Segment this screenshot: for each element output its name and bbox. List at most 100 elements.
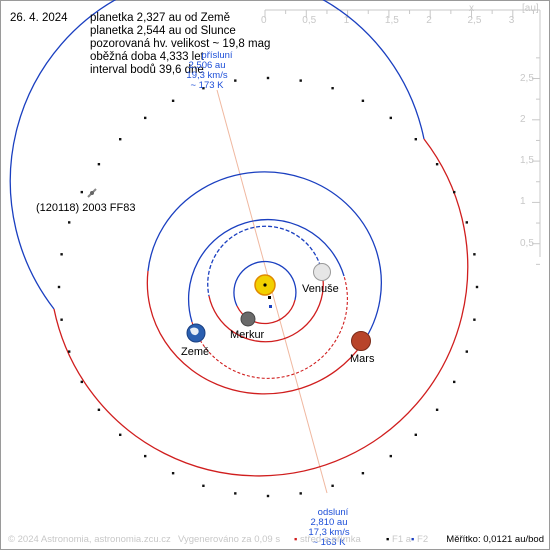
info-line-interval: interval bodů 39,6 dne <box>90 64 204 76</box>
focus-marker-2 <box>269 305 272 308</box>
orbit-point <box>465 221 468 224</box>
orbit-point <box>453 380 456 384</box>
orbit-point <box>331 484 334 487</box>
scale-text: Měřítko: 0,0121 au/bod <box>446 533 544 545</box>
orbit-point <box>473 318 476 321</box>
orbit-point <box>473 253 476 256</box>
orbit-point <box>266 76 270 80</box>
perihelion-temperature: ~ 173 K <box>190 80 224 91</box>
legend-blue-square-icon: ▪ <box>411 533 415 545</box>
x-tick-label: 2 <box>426 15 432 26</box>
orbit-point <box>299 79 302 82</box>
focus-marker <box>268 296 271 299</box>
earth-label: Země <box>181 346 210 358</box>
aphelion-distance: 2,810 au <box>310 517 348 528</box>
orbit-point <box>389 116 392 120</box>
earth-land <box>190 327 199 336</box>
x-tick-label: 0 <box>261 15 267 26</box>
orbit-point <box>60 318 63 321</box>
mars-orbit-lower <box>146 270 363 395</box>
x-tick-label: 2,5 <box>467 15 482 26</box>
mercury-label: Merkur <box>230 329 265 341</box>
orbit-point <box>68 350 71 353</box>
x-tick-label: 1 <box>343 15 350 26</box>
orbit-point <box>414 138 417 141</box>
orbit-point <box>435 163 439 166</box>
orbit-point <box>202 87 205 90</box>
venus-orbit-upper <box>207 225 323 297</box>
info-line-magnitude: pozorovaná hv. velikost ~ 19,8 mag <box>90 38 271 50</box>
aphelion-title: odsluní <box>317 507 349 518</box>
orbit-point <box>144 116 147 120</box>
venus-label: Venuše <box>302 283 339 295</box>
orbit-point <box>68 221 71 224</box>
orbit-point <box>389 454 392 458</box>
orbit-point <box>361 99 365 102</box>
perihelion-speed: 19,3 km/s <box>186 70 228 81</box>
orbit-point <box>144 454 147 458</box>
perihelion-title: přísluní <box>201 50 233 61</box>
x-tick-label: 0,5 <box>302 15 317 26</box>
sun-core-marker <box>263 283 267 287</box>
asteroid-orbit-upper <box>9 0 425 310</box>
asteroid-label: (120118) 2003 FF83 <box>36 202 136 214</box>
orbit-point <box>97 408 101 411</box>
y-tick-label: 1 <box>520 196 526 208</box>
date-label: 26. 4. 2024 <box>10 12 68 24</box>
earth-orbit-upper <box>187 218 345 323</box>
asteroid-orbit-points <box>57 76 479 498</box>
mercury-orbit-upper <box>233 260 297 307</box>
info-line-period: oběžná doba 4,333 let <box>90 51 204 63</box>
asteroid-dot <box>90 191 94 195</box>
orbit-point <box>475 285 479 289</box>
aphelion-speed: 17,3 km/s <box>308 527 350 538</box>
orbit-point <box>414 433 417 436</box>
mercury-planet <box>240 311 256 327</box>
orbit-point <box>57 285 61 289</box>
orbit-point <box>453 190 456 194</box>
venus-orbit-lower <box>208 271 324 343</box>
orbit-point <box>171 472 175 475</box>
orbit-point <box>465 350 468 353</box>
orbit-point <box>119 433 122 436</box>
legend-f2: ▪ F2 <box>411 533 429 545</box>
orbit-point <box>80 380 83 384</box>
legend-f1-text: F1 a <box>392 533 412 545</box>
legend-red-square-icon: ▪ <box>294 533 298 545</box>
info-line-distance-earth: planetka 2,327 au od Země <box>90 12 231 24</box>
legend-f2-text: F2 <box>417 533 429 545</box>
orbit-point <box>331 87 334 90</box>
y-tick-label: 2,5 <box>520 72 534 84</box>
x-tick-label: 1,5 <box>384 15 399 26</box>
orbit-point <box>266 494 270 498</box>
x-scale-ruler <box>264 9 541 265</box>
aphelion-temperature: ~ 163 K <box>312 537 346 548</box>
orbit-point <box>60 253 63 256</box>
copyright-text: © 2024 Astronomia, astronomia.zcu.cz <box>8 533 171 545</box>
venus-planet <box>313 263 331 281</box>
x-axis-label: x <box>469 3 474 14</box>
mars-orbit-upper <box>147 171 382 345</box>
info-line-distance-sun: planetka 2,544 au od Slunce <box>90 25 236 37</box>
earth-orbit-lower <box>191 275 348 379</box>
y-tick-label: 1,5 <box>520 155 534 167</box>
orbit-point <box>119 138 122 141</box>
perihelion-distance: 2,506 au <box>188 60 226 71</box>
asteroid-orbit-lower <box>53 138 469 477</box>
orbit-point <box>361 472 365 475</box>
orbit-point <box>234 492 237 495</box>
orbit-point <box>171 99 175 102</box>
orbit-point <box>299 492 302 495</box>
orbit-point <box>234 79 237 82</box>
legend-center-line-text: střed a přímka <box>300 533 361 545</box>
unit-label: [au] <box>522 3 539 14</box>
orbit-point <box>435 408 439 411</box>
mars-label: Mars <box>350 353 375 365</box>
legend-black-square-icon: ▪ <box>386 533 390 545</box>
orbit-point <box>97 163 101 166</box>
y-tick-label: 0,5 <box>520 237 534 249</box>
orbit-point <box>80 190 83 194</box>
legend-center-line: ▪ střed a přímka <box>294 533 361 545</box>
generated-text: Vygenerováno za 0,09 s <box>178 533 281 545</box>
